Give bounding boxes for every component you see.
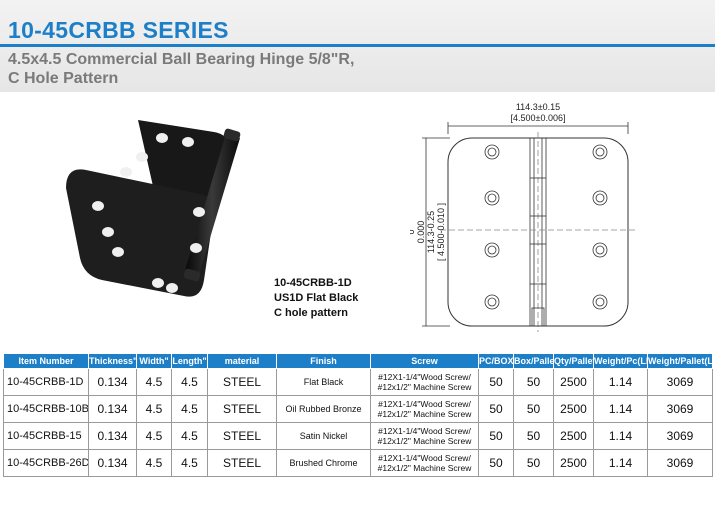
table-row: 10-45CRBB-26D 0.134 4.5 4.5 STEEL Brushe… [3,449,713,477]
cell-screw: #12X1-1/4"Wood Screw/ #12x1/2" Machine S… [370,368,479,396]
product-caption: 10-45CRBB-1D US1D Flat Black C hole patt… [274,276,358,321]
cell-width: 4.5 [136,422,172,450]
spec-table: Item Number Thickness" Width" Length" ma… [3,353,713,477]
cell-weight-pc: 1.14 [593,449,648,477]
cell-thickness: 0.134 [88,449,137,477]
cell-finish: Satin Nickel [276,422,371,450]
caption-model: 10-45CRBB-1D [274,277,352,289]
cell-material: STEEL [207,395,277,423]
header-item-number: Item Number [3,353,89,369]
cell-weight-pc: 1.14 [593,368,648,396]
cell-item-number: 10-45CRBB-10B [3,395,89,423]
height-dimension-mm: 114.3-0.25 [426,211,436,253]
height-dimension-upper: 0.000 [416,221,426,244]
hinge-photo [66,120,241,297]
cell-screw: #12X1-1/4"Wood Screw/ #12x1/2" Machine S… [370,449,479,477]
table-row: 10-45CRBB-15 0.134 4.5 4.5 STEEL Satin N… [3,422,713,450]
header-finish: Finish [276,353,371,369]
width-dimension-inch: [4.500±0.006] [511,113,566,123]
cell-length: 4.5 [171,368,208,396]
cell-qty-pallet: 2500 [553,422,594,450]
cell-weight-pallet: 3069 [647,395,713,423]
cell-qty-pallet: 2500 [553,395,594,423]
header-qty-pallet: Qty/Pallet [553,353,594,369]
cell-finish: Brushed Chrome [276,449,371,477]
cell-pc-box: 50 [478,395,514,423]
table-header-row: Item Number Thickness" Width" Length" ma… [3,353,713,369]
cell-length: 4.5 [171,449,208,477]
cell-width: 4.5 [136,368,172,396]
table-row: 10-45CRBB-10B 0.134 4.5 4.5 STEEL Oil Ru… [3,395,713,423]
header-weight-pc: Weight/Pc(Lb) [593,353,648,369]
cell-finish: Oil Rubbed Bronze [276,395,371,423]
header-box-pallet: Box/Pallet [513,353,554,369]
cell-material: STEEL [207,368,277,396]
cell-weight-pallet: 3069 [647,368,713,396]
header-pc-box: PC/BOX [478,353,514,369]
cell-weight-pallet: 3069 [647,422,713,450]
cell-material: STEEL [207,422,277,450]
cell-thickness: 0.134 [88,368,137,396]
cell-qty-pallet: 2500 [553,368,594,396]
header-weight-pallet: Weight/Pallet(Lb) [647,353,713,369]
cell-qty-pallet: 2500 [553,449,594,477]
cell-length: 4.5 [171,422,208,450]
header-length: Length" [171,353,208,369]
table-row: 10-45CRBB-1D 0.134 4.5 4.5 STEEL Flat Bl… [3,368,713,396]
cell-material: STEEL [207,449,277,477]
cell-screw: #12X1-1/4"Wood Screw/ #12x1/2" Machine S… [370,422,479,450]
cell-thickness: 0.134 [88,395,137,423]
title-rule [0,44,715,47]
header-band: 10-45CRBB SERIES 4.5x4.5 Commercial Ball… [0,0,715,92]
cell-width: 4.5 [136,449,172,477]
header-width: Width" [136,353,172,369]
cell-finish: Flat Black [276,368,371,396]
cell-weight-pc: 1.14 [593,422,648,450]
cell-pc-box: 50 [478,422,514,450]
cell-pc-box: 50 [478,368,514,396]
cell-pc-box: 50 [478,449,514,477]
cell-weight-pc: 1.14 [593,395,648,423]
hinge-technical-drawing: 114.3±0.15 [4.500±0.006] 0 0.000 114.3-0… [410,102,636,332]
cell-screw: #12X1-1/4"Wood Screw/ #12x1/2" Machine S… [370,395,479,423]
cell-box-pallet: 50 [513,395,554,423]
width-dimension: 114.3±0.15 [516,102,560,112]
header-screw: Screw [370,353,479,369]
cell-thickness: 0.134 [88,422,137,450]
header-thickness: Thickness" [88,353,137,369]
height-dimension-zero: 0 [410,229,416,234]
product-subtitle: 4.5x4.5 Commercial Ball Bearing Hinge 5/… [8,51,355,87]
cell-item-number: 10-45CRBB-1D [3,368,89,396]
cell-item-number: 10-45CRBB-15 [3,422,89,450]
cell-box-pallet: 50 [513,422,554,450]
cell-box-pallet: 50 [513,449,554,477]
cell-box-pallet: 50 [513,368,554,396]
cell-length: 4.5 [171,395,208,423]
series-title: 10-45CRBB SERIES [8,17,229,43]
cell-width: 4.5 [136,395,172,423]
caption-pattern: C hole pattern [274,307,348,319]
height-dimension-inch: [ 4.500-0.010 ] [436,203,446,261]
cell-weight-pallet: 3069 [647,449,713,477]
cell-item-number: 10-45CRBB-26D [3,449,89,477]
header-material: material [207,353,277,369]
caption-finish: US1D Flat Black [274,292,359,304]
